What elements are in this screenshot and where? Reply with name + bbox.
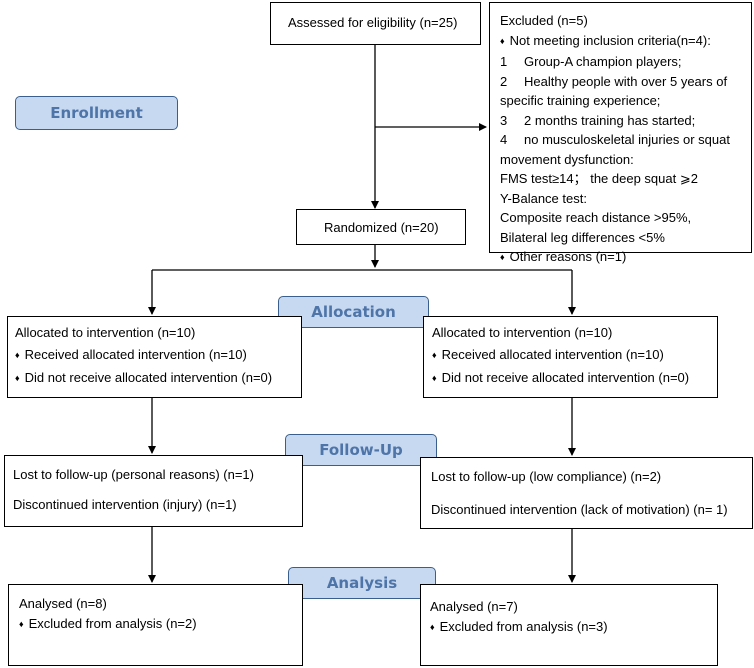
stage-analysis: Analysis [288,567,436,599]
stage-allocation: Allocation [278,296,429,328]
excluded-item-4-cont: movement dysfunction: [500,151,634,167]
left-allocated-title: Allocated to intervention (n=10) [15,325,196,340]
bullet-icon: ♦ [432,350,437,360]
excluded-criteria-heading: ♦Not meeting inclusion criteria(n=4): [500,32,711,48]
excluded-ybalance-1: Composite reach distance >95%, [500,210,692,225]
right-lost-to-follow-up: Lost to follow-up (low compliance) (n=2) [431,469,662,484]
left-allocation-box: Allocated to intervention (n=10) ♦Receiv… [7,316,302,398]
left-follow-up-box: Lost to follow-up (personal reasons) (n=… [4,455,303,527]
bullet-icon: ♦ [432,373,437,383]
randomized-box: Randomized (n=20) [296,209,466,245]
excluded-other: ♦Other reasons (n=1) [500,249,627,264]
right-follow-up-box: Lost to follow-up (low compliance) (n=2)… [420,457,753,529]
excluded-ybalance-2: Bilateral leg differences <5% [500,229,665,245]
randomized-text: Randomized (n=20) [324,220,439,235]
excluded-ybalance-title: Y-Balance test: [500,190,587,206]
excluded-item-2-cont: specific training experience; [500,93,661,108]
left-lost-to-follow-up: Lost to follow-up (personal reasons) (n=… [13,467,254,482]
left-allocated-not-received: ♦Did not receive allocated intervention … [15,370,273,385]
right-discontinued: Discontinued intervention (lack of motiv… [431,502,728,517]
assessed-box: Assessed for eligibility (n=25) [270,2,481,45]
left-discontinued: Discontinued intervention (injury) (n=1) [13,497,237,512]
excluded-title: Excluded (n=5) [500,13,588,28]
excluded-box: Excluded (n=5) ♦Not meeting inclusion cr… [489,2,752,264]
assessed-text: Assessed for eligibility (n=25) [288,15,458,30]
right-allocated-received: ♦Received allocated intervention (n=10) [432,347,664,362]
bullet-icon: ♦ [500,35,505,46]
stage-enrollment: Enrollment [15,96,178,130]
bullet-icon: ♦ [15,373,20,383]
right-allocated-title: Allocated to intervention (n=10) [432,325,613,340]
right-allocation-box: Allocated to intervention (n=10) ♦Receiv… [423,316,718,398]
left-analysed: Analysed (n=8) [19,596,107,611]
bullet-icon: ♦ [19,619,24,629]
right-analysed: Analysed (n=7) [430,599,518,614]
excluded-fms: FMS test≥14； the deep squat ⩾2 [500,171,698,186]
right-analysis-box: Analysed (n=7) ♦Excluded from analysis (… [420,584,718,666]
right-allocated-not-received: ♦Did not receive allocated intervention … [432,370,690,385]
left-excluded-from-analysis: ♦Excluded from analysis (n=2) [19,616,197,631]
right-excluded-from-analysis: ♦Excluded from analysis (n=3) [430,619,608,634]
left-analysis-box: Analysed (n=8) ♦Excluded from analysis (… [8,584,303,666]
stage-follow-up: Follow-Up [285,434,437,466]
bullet-icon: ♦ [500,252,505,262]
bullet-icon: ♦ [430,622,435,632]
left-allocated-received: ♦Received allocated intervention (n=10) [15,347,247,362]
bullet-icon: ♦ [15,350,20,360]
